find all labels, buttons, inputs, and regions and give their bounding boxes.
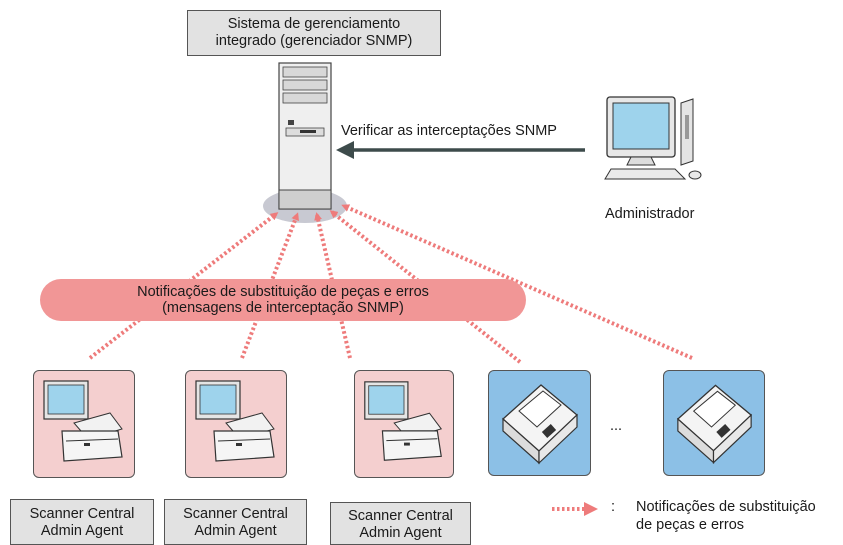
pc-with-scanner-icon: [43, 380, 123, 462]
manager-label-line2: integrado (gerenciador SNMP): [215, 33, 413, 49]
notification-bubble-line2: (mensagens de interceptação SNMP): [162, 300, 404, 316]
notification-arrow-1: [88, 212, 279, 360]
scanner-node-1: [488, 370, 591, 476]
notification-arrow-5: [341, 204, 693, 360]
network-scanner-icon: [676, 384, 753, 464]
manager-label-line1: Sistema de gerenciamento: [227, 16, 401, 32]
legend-text-line2: de peças e erros: [636, 517, 745, 533]
manager-label-box: Sistema de gerenciamento integrado (gere…: [187, 10, 441, 56]
pc-with-scanner-icon: [195, 380, 275, 462]
agent-label-line1: Scanner Central: [29, 506, 135, 522]
agent-node-1: [33, 370, 135, 478]
administrator-label: Administrador: [605, 206, 695, 222]
legend-text-line1: Notificações de substituição: [636, 499, 816, 515]
agent-label-2: Scanner Central Admin Agent: [164, 499, 307, 545]
agent-node-3: [354, 370, 454, 478]
agent-label-line1: Scanner Central: [348, 508, 453, 524]
server-tower-icon: [278, 62, 332, 210]
agent-label-1: Scanner Central Admin Agent: [10, 499, 154, 545]
agent-label-line1: Scanner Central: [183, 506, 288, 522]
agent-node-2: [185, 370, 287, 478]
notification-bubble-line1: Notificações de substituição de peças e …: [137, 284, 429, 300]
ellipsis-text: ...: [610, 418, 623, 434]
scanner-node-2: [663, 370, 765, 476]
legend-dotted-arrow-icon: [552, 502, 598, 516]
network-scanner-icon: [502, 384, 578, 465]
notification-arrow-3: [314, 212, 352, 359]
agent-label-line2: Admin Agent: [40, 523, 124, 539]
check-traps-label: Verificar as interceptações SNMP: [341, 123, 557, 139]
legend-colon: :: [611, 499, 616, 515]
notification-bubble: Notificações de substituição de peças e …: [40, 279, 526, 321]
agent-label-3: Scanner Central Admin Agent: [330, 502, 471, 545]
agent-label-line2: Admin Agent: [359, 525, 442, 541]
agent-label-line2: Admin Agent: [194, 523, 277, 539]
pc-with-scanner-icon: [364, 381, 443, 461]
check-arrow: [336, 141, 585, 159]
administrator-computer-icon: [604, 96, 702, 180]
